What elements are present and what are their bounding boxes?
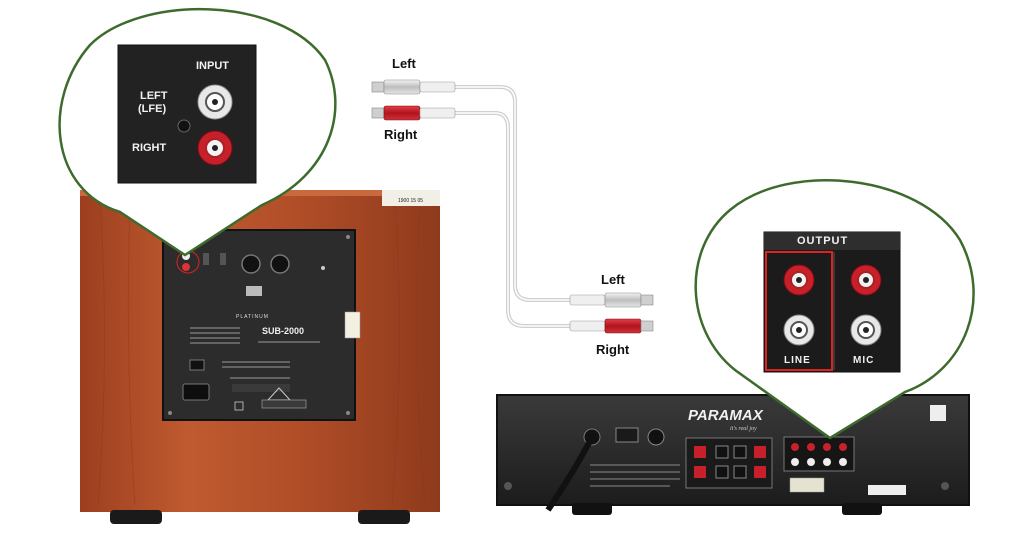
amplifier-output-label: OUTPUT <box>797 235 849 247</box>
panel-screw <box>346 235 350 239</box>
panel-model-label: SUB-2000 <box>262 326 304 336</box>
cable-bottom-right-label: Right <box>596 342 630 357</box>
speaker-terminals <box>685 437 773 489</box>
cable-wire-red <box>453 111 572 328</box>
serial-sticker <box>344 311 361 339</box>
amplifier-foot <box>572 503 612 515</box>
amp-switch <box>647 428 665 446</box>
subwoofer: 1900 15 05 PLATINUM SUB-2000 <box>80 190 440 524</box>
plug-bottom-left <box>569 292 654 308</box>
panel-text-lines <box>190 327 320 379</box>
panel-switch <box>203 253 209 265</box>
subwoofer-callout <box>58 8 337 257</box>
panel-led <box>321 266 325 270</box>
cable-top-right-label: Right <box>384 127 418 142</box>
ground-screw <box>177 119 191 133</box>
power-socket <box>182 383 210 401</box>
panel-switch <box>220 253 226 265</box>
amp-label-tag <box>868 485 906 495</box>
subwoofer-tag <box>382 190 440 206</box>
subwoofer-tag-text: 1900 15 05 <box>398 198 423 204</box>
subwoofer-input-panel <box>117 44 257 184</box>
line-column-highlight <box>765 251 833 371</box>
amplifier-line-label: LINE <box>784 355 811 366</box>
subwoofer-right-label: RIGHT <box>132 142 167 154</box>
warning-box <box>261 399 307 409</box>
amplifier-callout <box>694 179 975 440</box>
speaker-terminal-set <box>694 445 766 479</box>
amplifier-tagline: it's real joy <box>730 426 757 432</box>
subwoofer-lfe-label: (LFE) <box>138 103 167 115</box>
subwoofer-foot-left <box>110 510 162 524</box>
amp-sticker <box>789 477 825 493</box>
volume-knob <box>241 254 261 274</box>
cable-top-left-label: Left <box>392 56 416 71</box>
subwoofer-left-label: LEFT <box>140 90 168 102</box>
amplifier-brand: PARAMAX <box>688 407 764 424</box>
crossover-knob <box>270 254 290 274</box>
cable-wire-white <box>453 85 572 302</box>
cert-marks <box>232 384 290 392</box>
plug-bottom-right <box>569 318 654 334</box>
cable-bottom-left-label: Left <box>601 272 625 287</box>
small-jack-right <box>182 263 190 271</box>
subwoofer-input-label: INPUT <box>196 60 229 72</box>
panel-series-label: PLATINUM <box>236 314 269 320</box>
subwoofer-foot-right <box>358 510 410 524</box>
wood-grain <box>97 199 426 506</box>
amplifier: PARAMAX it's real joy <box>496 394 970 515</box>
output-header <box>764 232 900 250</box>
input-jack-left-hole <box>212 99 218 105</box>
amp-screw <box>941 482 949 490</box>
amp-text-lines <box>590 464 680 487</box>
rca-cable <box>453 85 572 328</box>
amp-logo-mark <box>930 405 946 421</box>
plug-top-right <box>371 105 456 121</box>
panel-screw <box>346 411 350 415</box>
amp-fuse <box>615 427 639 443</box>
amp-rca-jacks <box>791 443 847 466</box>
panel-logo-box <box>246 286 262 296</box>
power-cord <box>545 435 595 512</box>
plug-top-left <box>371 79 456 95</box>
input-jack-right-hole <box>212 145 218 151</box>
amplifier-mic-label: MIC <box>853 355 875 366</box>
amp-screw <box>504 482 512 490</box>
amplifier-foot <box>842 503 882 515</box>
panel-screw <box>168 411 172 415</box>
power-switch <box>189 359 205 371</box>
recycle-mark <box>234 401 244 411</box>
